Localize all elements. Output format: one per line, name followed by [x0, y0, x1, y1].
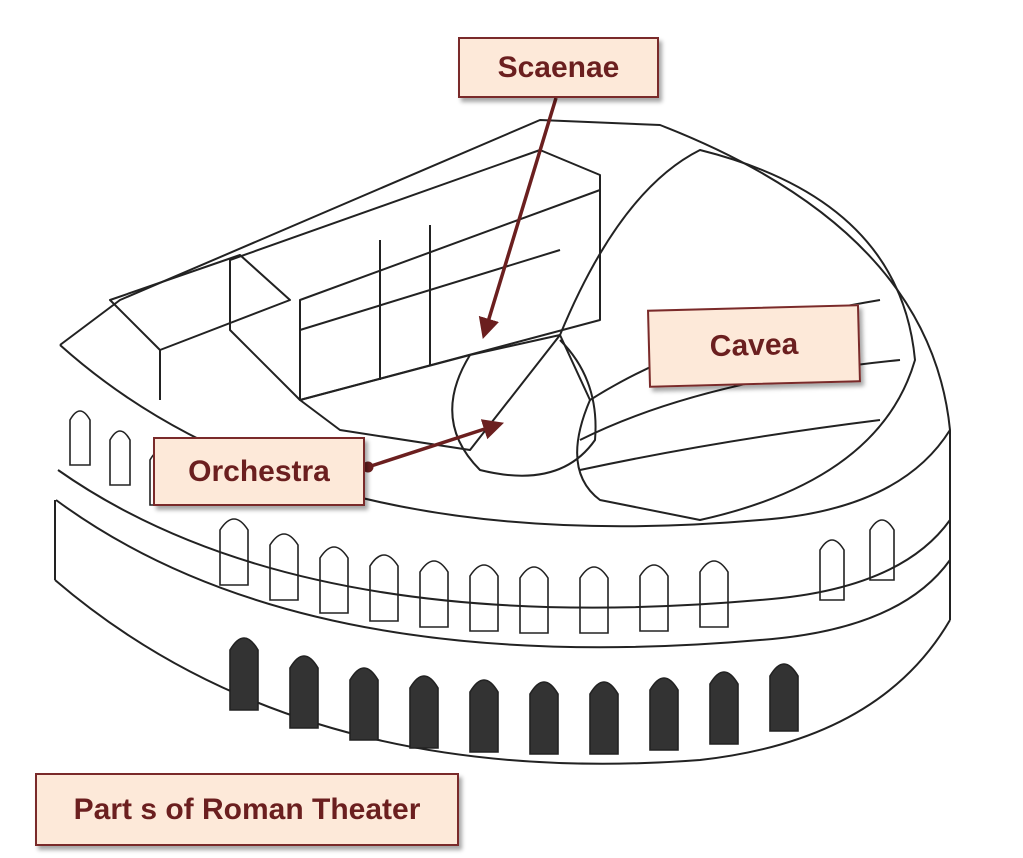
- orchestra-outline: [451, 339, 597, 477]
- diagram-title-text: Part s of Roman Theater: [73, 792, 421, 826]
- scaenae-building: [229, 149, 601, 401]
- label-scaenae: Scaenae: [458, 37, 659, 98]
- outer-wall-top: [59, 119, 951, 520]
- label-cavea-text: Cavea: [709, 327, 799, 364]
- outer-wall-base: [54, 579, 951, 765]
- label-orchestra-text: Orchestra: [188, 454, 330, 488]
- cavea-outline: [559, 149, 916, 521]
- label-scaenae-text: Scaenae: [497, 50, 620, 84]
- label-cavea: Cavea: [647, 304, 861, 388]
- diagram-title: Part s of Roman Theater: [35, 773, 459, 846]
- label-orchestra: Orchestra: [153, 437, 365, 506]
